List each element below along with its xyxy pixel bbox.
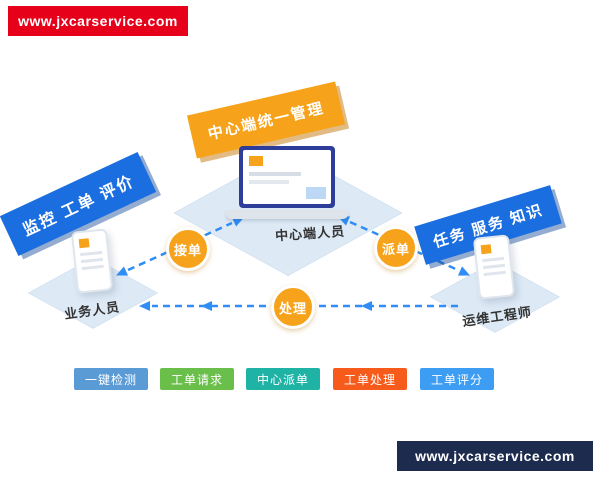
- phone-screen-line: [482, 263, 506, 270]
- legend-item-center-dispatch: 中心派单: [246, 368, 320, 390]
- phone-screen-block: [78, 238, 90, 249]
- legend-item-one-key-check: 一键检测: [74, 368, 148, 390]
- phone-illustration-business: [70, 228, 114, 294]
- phone-screen-line: [483, 270, 506, 277]
- arrowhead-bottom-mid-right: [361, 301, 372, 311]
- flow-badge-accept-order: 接单: [166, 227, 210, 271]
- watermark-top: www.jxcarservice.com: [8, 6, 188, 36]
- phone-illustration-engineer: [472, 234, 516, 300]
- laptop-base: [226, 210, 348, 219]
- laptop-display-block-blue: [306, 187, 326, 199]
- phone-screen-line: [80, 257, 104, 264]
- flow-badge-dispatch-order: 派单: [374, 226, 418, 270]
- laptop-display: [243, 150, 331, 204]
- laptop-screen: [239, 146, 335, 208]
- legend-item-order-request: 工单请求: [160, 368, 234, 390]
- phone-screen-line: [482, 256, 505, 263]
- flow-badge-process: 处理: [271, 285, 315, 329]
- phone-screen-line: [81, 264, 104, 271]
- laptop-illustration: [226, 146, 348, 219]
- laptop-display-textline-2: [249, 180, 289, 184]
- arrowhead-bottom-mid-left: [201, 301, 212, 311]
- phone-screen-line: [80, 250, 103, 257]
- legend-item-order-handling: 工单处理: [333, 368, 407, 390]
- phone-screen-block: [480, 244, 492, 255]
- laptop-display-block-orange: [249, 156, 263, 166]
- legend-item-order-rating: 工单评分: [420, 368, 494, 390]
- laptop-display-textline-1: [249, 172, 301, 176]
- watermark-bottom: www.jxcarservice.com: [397, 441, 593, 471]
